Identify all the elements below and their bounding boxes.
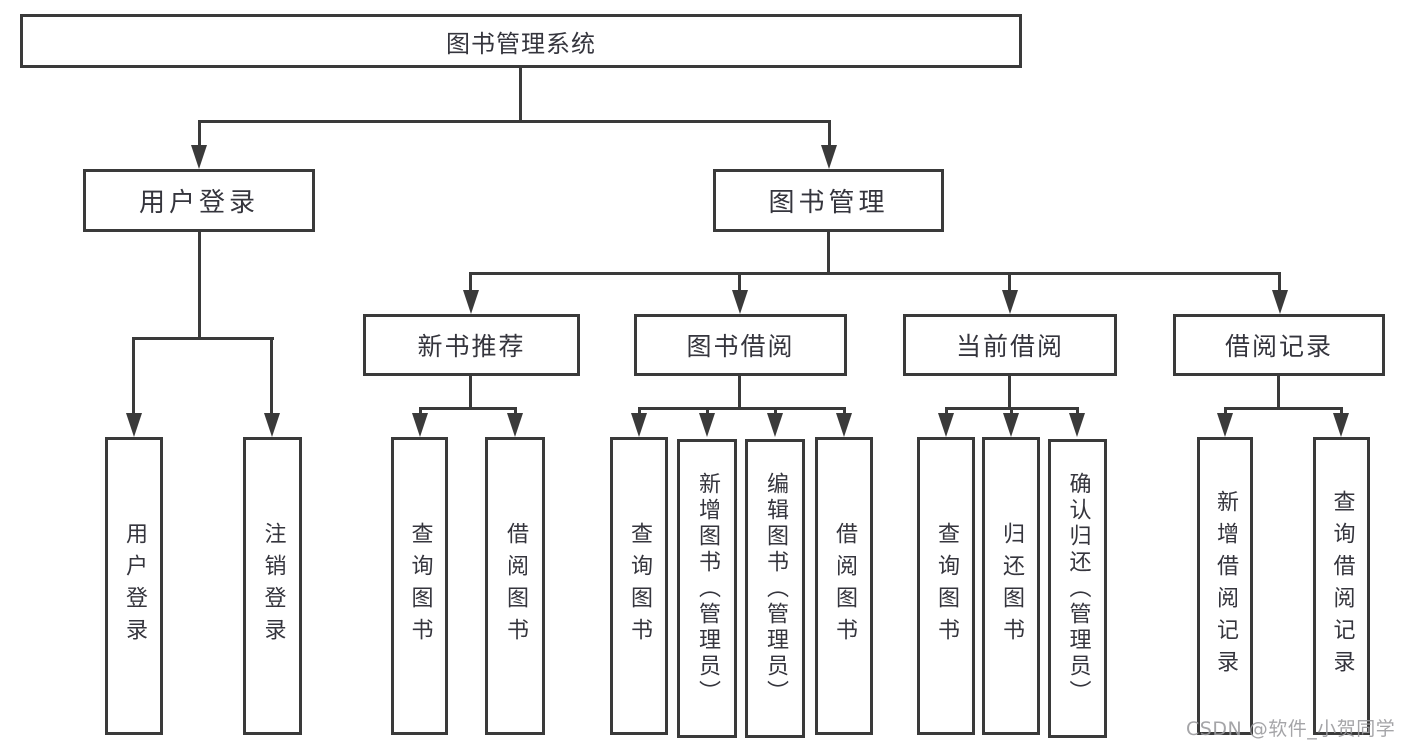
- arrow-down-icon: [191, 145, 207, 169]
- leaf-query-books: 查询图书: [917, 437, 975, 735]
- connector-line: [198, 120, 201, 150]
- arrow-down-icon: [463, 290, 479, 314]
- arrow-down-icon: [126, 413, 142, 437]
- connector-line: [1224, 407, 1343, 410]
- leaf-query-books: 查询图书: [610, 437, 668, 735]
- connector-line: [270, 337, 273, 419]
- arrow-down-icon: [767, 413, 783, 437]
- node-book-borrowing: 图书借阅: [634, 314, 847, 376]
- arrow-down-icon: [732, 290, 748, 314]
- connector-line: [827, 232, 830, 275]
- node-library-system: 图书管理系统: [20, 14, 1022, 68]
- connector-line: [738, 272, 741, 294]
- arrow-down-icon: [507, 413, 523, 437]
- connector-line: [132, 337, 135, 419]
- node-borrowing-records: 借阅记录: [1173, 314, 1385, 376]
- leaf-return-books: 归还图书: [982, 437, 1040, 735]
- connector-line: [738, 376, 741, 410]
- connector-line: [638, 407, 846, 410]
- arrow-down-icon: [631, 413, 647, 437]
- connector-line: [1277, 376, 1280, 410]
- leaf-query-books: 查询图书: [391, 437, 448, 735]
- leaf-query-borrow-record: 查询借阅记录: [1313, 437, 1370, 735]
- connector-line: [198, 232, 201, 340]
- leaf-add-books-admin: 新增图书（管理员）: [677, 439, 737, 738]
- arrow-down-icon: [699, 413, 715, 437]
- leaf-logout: 注销登录: [243, 437, 302, 735]
- node-user-login: 用户登录: [83, 169, 315, 232]
- connector-line: [1008, 376, 1011, 410]
- watermark: CSDN @软件_小贺同学: [1186, 718, 1396, 740]
- arrow-down-icon: [1002, 290, 1018, 314]
- arrow-down-icon: [821, 145, 837, 169]
- arrow-down-icon: [1272, 290, 1288, 314]
- arrow-down-icon: [836, 413, 852, 437]
- node-current-borrowing: 当前借阅: [903, 314, 1117, 376]
- connector-line: [1008, 272, 1011, 294]
- leaf-borrow-books: 借阅图书: [815, 437, 873, 735]
- leaf-edit-books-admin: 编辑图书（管理员）: [745, 439, 805, 738]
- arrow-down-icon: [412, 413, 428, 437]
- arrow-down-icon: [1069, 413, 1085, 437]
- connector-line: [133, 337, 274, 340]
- connector-line: [1278, 272, 1281, 294]
- leaf-confirm-return-admin: 确认归还（管理员）: [1048, 439, 1107, 738]
- arrow-down-icon: [264, 413, 280, 437]
- node-book-management: 图书管理: [713, 169, 944, 232]
- leaf-borrow-books: 借阅图书: [485, 437, 545, 735]
- arrow-down-icon: [1217, 413, 1233, 437]
- node-new-book-recommendation: 新书推荐: [363, 314, 580, 376]
- connector-line: [198, 120, 831, 123]
- connector-line: [470, 272, 1281, 275]
- connector-line: [828, 120, 831, 150]
- arrow-down-icon: [1003, 413, 1019, 437]
- arrow-down-icon: [938, 413, 954, 437]
- leaf-add-borrow-record: 新增借阅记录: [1197, 437, 1253, 735]
- connector-line: [419, 407, 517, 410]
- connector-line: [469, 272, 472, 294]
- connector-line: [469, 376, 472, 410]
- arrow-down-icon: [1333, 413, 1349, 437]
- leaf-user-login: 用户登录: [105, 437, 163, 735]
- connector-line: [519, 68, 522, 123]
